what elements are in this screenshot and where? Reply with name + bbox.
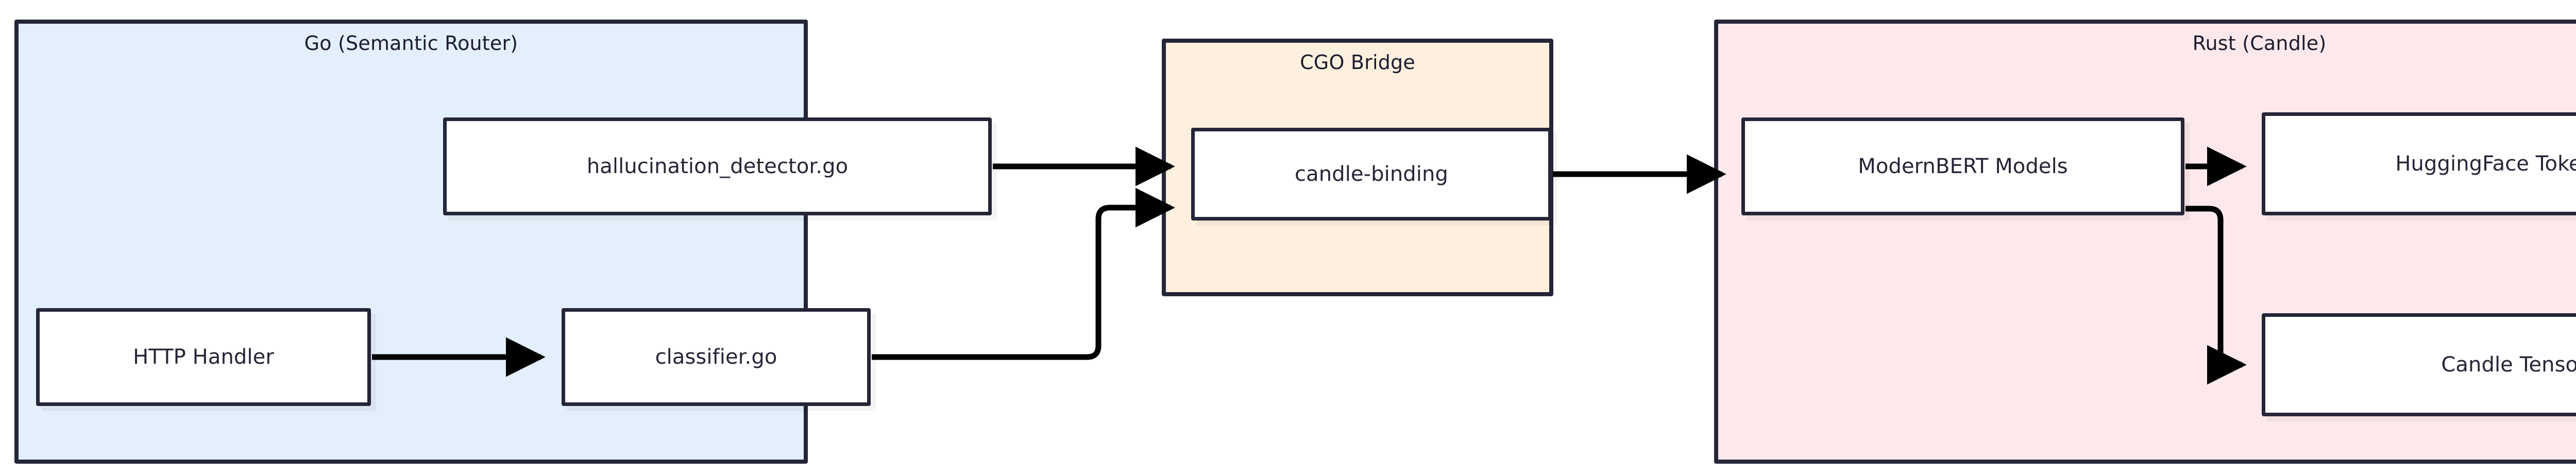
cluster-rust-title: Rust (Candle) [2192,32,2327,55]
node-classifier-go[interactable]: classifier.go [562,308,871,406]
cluster-go-title: Go (Semantic Router) [304,32,518,55]
node-label: hallucination_detector.go [586,155,849,178]
node-candle-tensors[interactable]: Candle Tensors [2262,313,2576,416]
edge-classifier-to-candle-binding [872,188,1175,360]
node-label: classifier.go [655,345,777,369]
node-label: ModernBERT Models [1858,155,2068,178]
node-label: candle-binding [1295,162,1448,186]
node-modernbert-models[interactable]: ModernBERT Models [1741,117,2184,215]
node-hallucination-detector-go[interactable]: hallucination_detector.go [443,117,992,215]
node-http-handler[interactable]: HTTP Handler [36,308,371,406]
cluster-cgo-title: CGO Bridge [1300,51,1415,74]
node-label: Candle Tensors [2441,353,2576,377]
node-candle-binding[interactable]: candle-binding [1191,128,1552,221]
node-huggingface-tokenizers[interactable]: HuggingFace Tokenizers [2262,112,2576,215]
node-label: HuggingFace Tokenizers [2395,152,2576,176]
node-label: HTTP Handler [133,345,274,369]
